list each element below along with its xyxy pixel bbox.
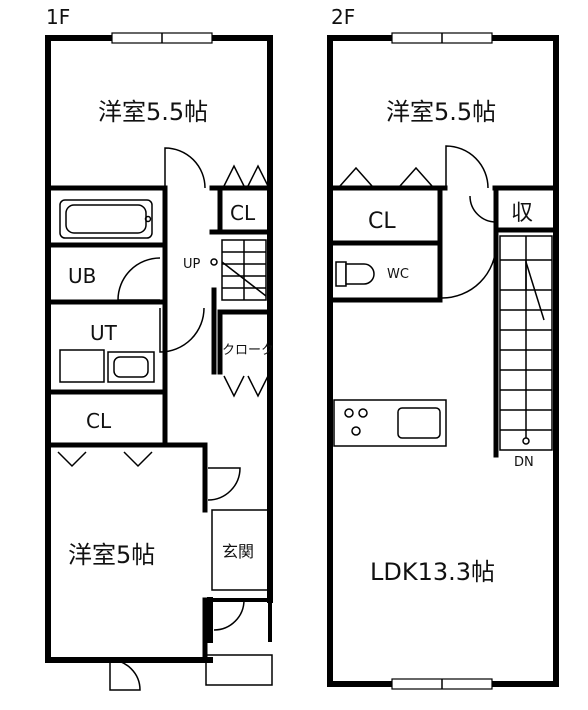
door-ut bbox=[159, 307, 205, 353]
door-wc bbox=[441, 243, 497, 299]
closet-doors-lower bbox=[57, 451, 153, 468]
stove-burner bbox=[358, 408, 368, 418]
door-storage bbox=[469, 195, 497, 223]
door-room-2f bbox=[445, 145, 489, 189]
door-bottom bbox=[109, 659, 141, 691]
closet-doors-2f bbox=[339, 166, 433, 187]
floor-label-2f: 2F bbox=[331, 5, 355, 29]
stairs-up-marker bbox=[210, 258, 218, 266]
kitchen-sink bbox=[397, 407, 441, 439]
exterior-wall-2f bbox=[327, 35, 559, 687]
stove-burner bbox=[344, 408, 354, 418]
room-ldk: LDK13.3帖 bbox=[370, 558, 495, 586]
kitchen-counter bbox=[333, 399, 447, 447]
cloak-doors bbox=[223, 375, 269, 398]
room-stairs-up-1f: UP bbox=[183, 257, 201, 272]
wall-cloak bbox=[211, 287, 273, 375]
room-storage: 収 bbox=[511, 201, 533, 226]
toilet-tank bbox=[335, 261, 347, 287]
entrance-wall bbox=[208, 598, 272, 642]
room-cloak: クローク bbox=[222, 343, 274, 358]
floor-2f: 2F bbox=[327, 5, 559, 690]
room-western-2f: 洋室5.5帖 bbox=[386, 98, 496, 126]
washing-machine-pan bbox=[59, 349, 105, 383]
stove-burner bbox=[351, 426, 361, 436]
floor-1f: 1F bbox=[45, 5, 274, 691]
stairs-1f bbox=[221, 239, 267, 301]
floor-label-1f: 1F bbox=[46, 5, 70, 29]
door-entrance bbox=[207, 467, 241, 501]
stairs-down-marker bbox=[522, 437, 530, 445]
toilet-bowl bbox=[345, 263, 375, 285]
room-closet-lower-1f: CL bbox=[86, 409, 112, 433]
stairs-2f bbox=[499, 235, 553, 451]
room-toilet: WC bbox=[387, 267, 409, 282]
door-shoe bbox=[213, 599, 245, 631]
entrance-step bbox=[205, 654, 273, 686]
room-western-top-1f: 洋室5.5帖 bbox=[98, 98, 208, 126]
room-utility: UT bbox=[90, 321, 118, 345]
door-ub bbox=[117, 257, 161, 301]
shoe-cabinet bbox=[211, 509, 269, 591]
bathtub-drain bbox=[144, 215, 152, 223]
room-unit-bath: UB bbox=[68, 264, 96, 288]
room-closet-upper-1f: CL bbox=[230, 201, 256, 225]
room-western-bottom-1f: 洋室5帖 bbox=[68, 541, 155, 569]
door-top-room bbox=[164, 147, 206, 189]
closet-doors-upper bbox=[223, 164, 269, 187]
wash-basin-bowl bbox=[113, 356, 149, 378]
wall-cl-upper bbox=[209, 185, 273, 235]
room-entrance: 玄関 bbox=[222, 542, 254, 561]
bathtub bbox=[59, 199, 153, 239]
room-stairs-down-2f: DN bbox=[514, 455, 534, 470]
wall-closet-2f bbox=[327, 185, 443, 303]
wall-right-core bbox=[162, 442, 208, 463]
room-closet-2f: CL bbox=[368, 209, 396, 234]
